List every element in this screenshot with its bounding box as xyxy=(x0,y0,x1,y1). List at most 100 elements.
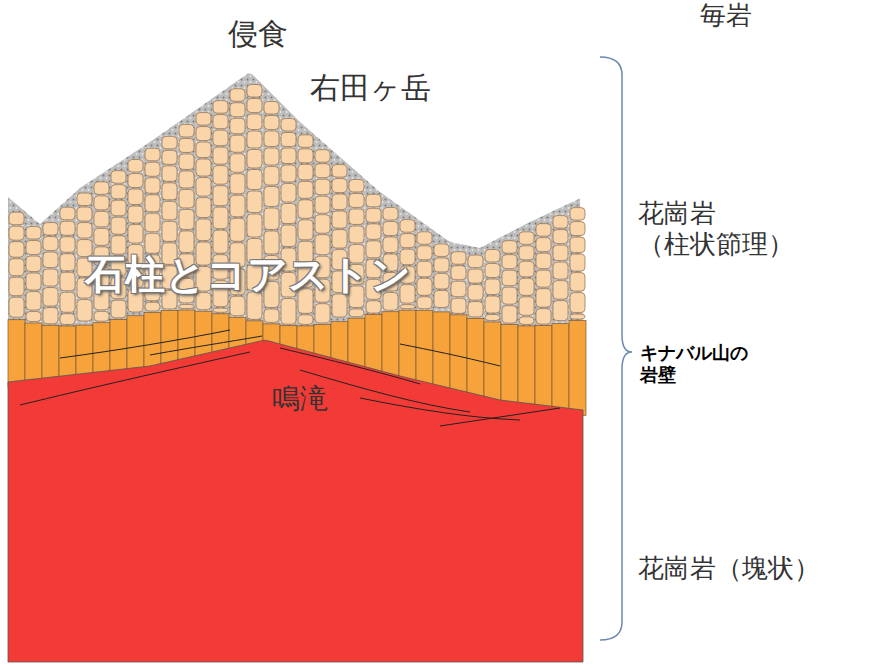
corestone xyxy=(196,219,211,241)
corestone xyxy=(417,261,432,277)
corestone xyxy=(383,237,398,253)
corestone xyxy=(400,220,415,233)
corestone xyxy=(213,101,228,114)
corestone xyxy=(230,296,245,315)
corestone xyxy=(502,255,517,269)
corestone xyxy=(570,222,585,236)
corestone xyxy=(553,216,568,229)
corestone xyxy=(145,148,160,161)
corestone xyxy=(570,293,585,313)
corestone xyxy=(179,209,194,229)
joint-column xyxy=(25,323,42,385)
corestone xyxy=(94,211,109,227)
corestone xyxy=(332,230,347,249)
example-note: キナバル山の 岩壁 xyxy=(640,342,766,385)
corestone xyxy=(43,237,58,251)
joint-column xyxy=(433,312,450,392)
corestone xyxy=(60,292,75,312)
joint-line xyxy=(20,352,250,405)
corestone xyxy=(298,200,313,219)
corestone xyxy=(417,297,432,309)
corestone xyxy=(145,213,160,232)
corestone xyxy=(162,221,177,241)
corestone xyxy=(230,118,245,134)
corestone xyxy=(247,150,262,169)
corestone xyxy=(77,223,92,239)
corestone xyxy=(570,314,585,319)
corestone xyxy=(485,279,500,295)
corestone xyxy=(247,114,262,130)
corestone xyxy=(247,85,262,98)
corestone xyxy=(451,266,466,280)
joint-line xyxy=(400,344,500,366)
corestone xyxy=(519,278,534,295)
feature-label: 石柱とコアストン xyxy=(85,250,411,298)
corestone xyxy=(128,225,143,244)
corestone xyxy=(383,222,398,236)
joint-column xyxy=(569,321,586,416)
corestone xyxy=(349,179,364,192)
joint-column xyxy=(144,313,161,372)
partial-label: 毎岩 xyxy=(700,0,752,31)
corestone xyxy=(519,297,534,316)
corestone xyxy=(315,164,330,178)
corestone xyxy=(536,309,551,324)
joint-column xyxy=(127,316,144,374)
corestone xyxy=(9,212,24,225)
corestone xyxy=(366,224,381,240)
corestone xyxy=(230,195,245,217)
corestone xyxy=(247,170,262,190)
rock-type: 花崗岩（塊状） xyxy=(638,553,820,584)
weathered-gravel xyxy=(8,73,583,330)
joint-column xyxy=(59,326,76,381)
corestone xyxy=(43,269,58,286)
corestone xyxy=(111,185,126,199)
corestone xyxy=(128,206,143,223)
corestone xyxy=(349,226,364,243)
corestone xyxy=(43,223,58,236)
corestone xyxy=(519,232,534,245)
corestone xyxy=(230,174,245,194)
corestone xyxy=(570,237,585,253)
corestone xyxy=(60,314,75,325)
corestone xyxy=(536,289,551,308)
corestone xyxy=(60,254,75,271)
joint-column xyxy=(552,324,569,414)
corestone xyxy=(536,253,551,269)
corestone xyxy=(485,315,500,321)
corestone xyxy=(94,228,109,245)
corestone xyxy=(179,304,194,308)
corestone xyxy=(213,230,228,253)
corestone xyxy=(281,165,296,182)
corestone xyxy=(400,234,415,248)
corestone xyxy=(26,241,41,255)
corestone xyxy=(196,178,211,197)
corestone xyxy=(536,224,551,237)
joint-line xyxy=(440,408,560,426)
corestone xyxy=(434,290,449,307)
corestone xyxy=(196,127,211,141)
joint-column xyxy=(161,311,178,368)
corestone xyxy=(264,116,279,130)
joint-column xyxy=(93,323,110,378)
corestone xyxy=(434,244,449,257)
corestone xyxy=(332,211,347,228)
corestone xyxy=(332,165,347,178)
corestone xyxy=(162,183,177,200)
corestone xyxy=(502,287,517,304)
corestone xyxy=(553,230,568,244)
joint-column xyxy=(76,325,93,379)
corestone xyxy=(315,304,330,323)
corestone xyxy=(111,171,126,184)
corestone xyxy=(179,189,194,208)
corestone xyxy=(417,232,432,245)
corestone xyxy=(264,167,279,186)
corestone xyxy=(264,208,279,230)
corestone xyxy=(468,285,483,301)
corestone xyxy=(145,233,160,253)
corestone xyxy=(43,308,58,324)
corestone xyxy=(570,254,585,271)
corestone xyxy=(43,288,58,307)
corestone xyxy=(298,181,313,198)
joint-line xyxy=(60,330,230,358)
